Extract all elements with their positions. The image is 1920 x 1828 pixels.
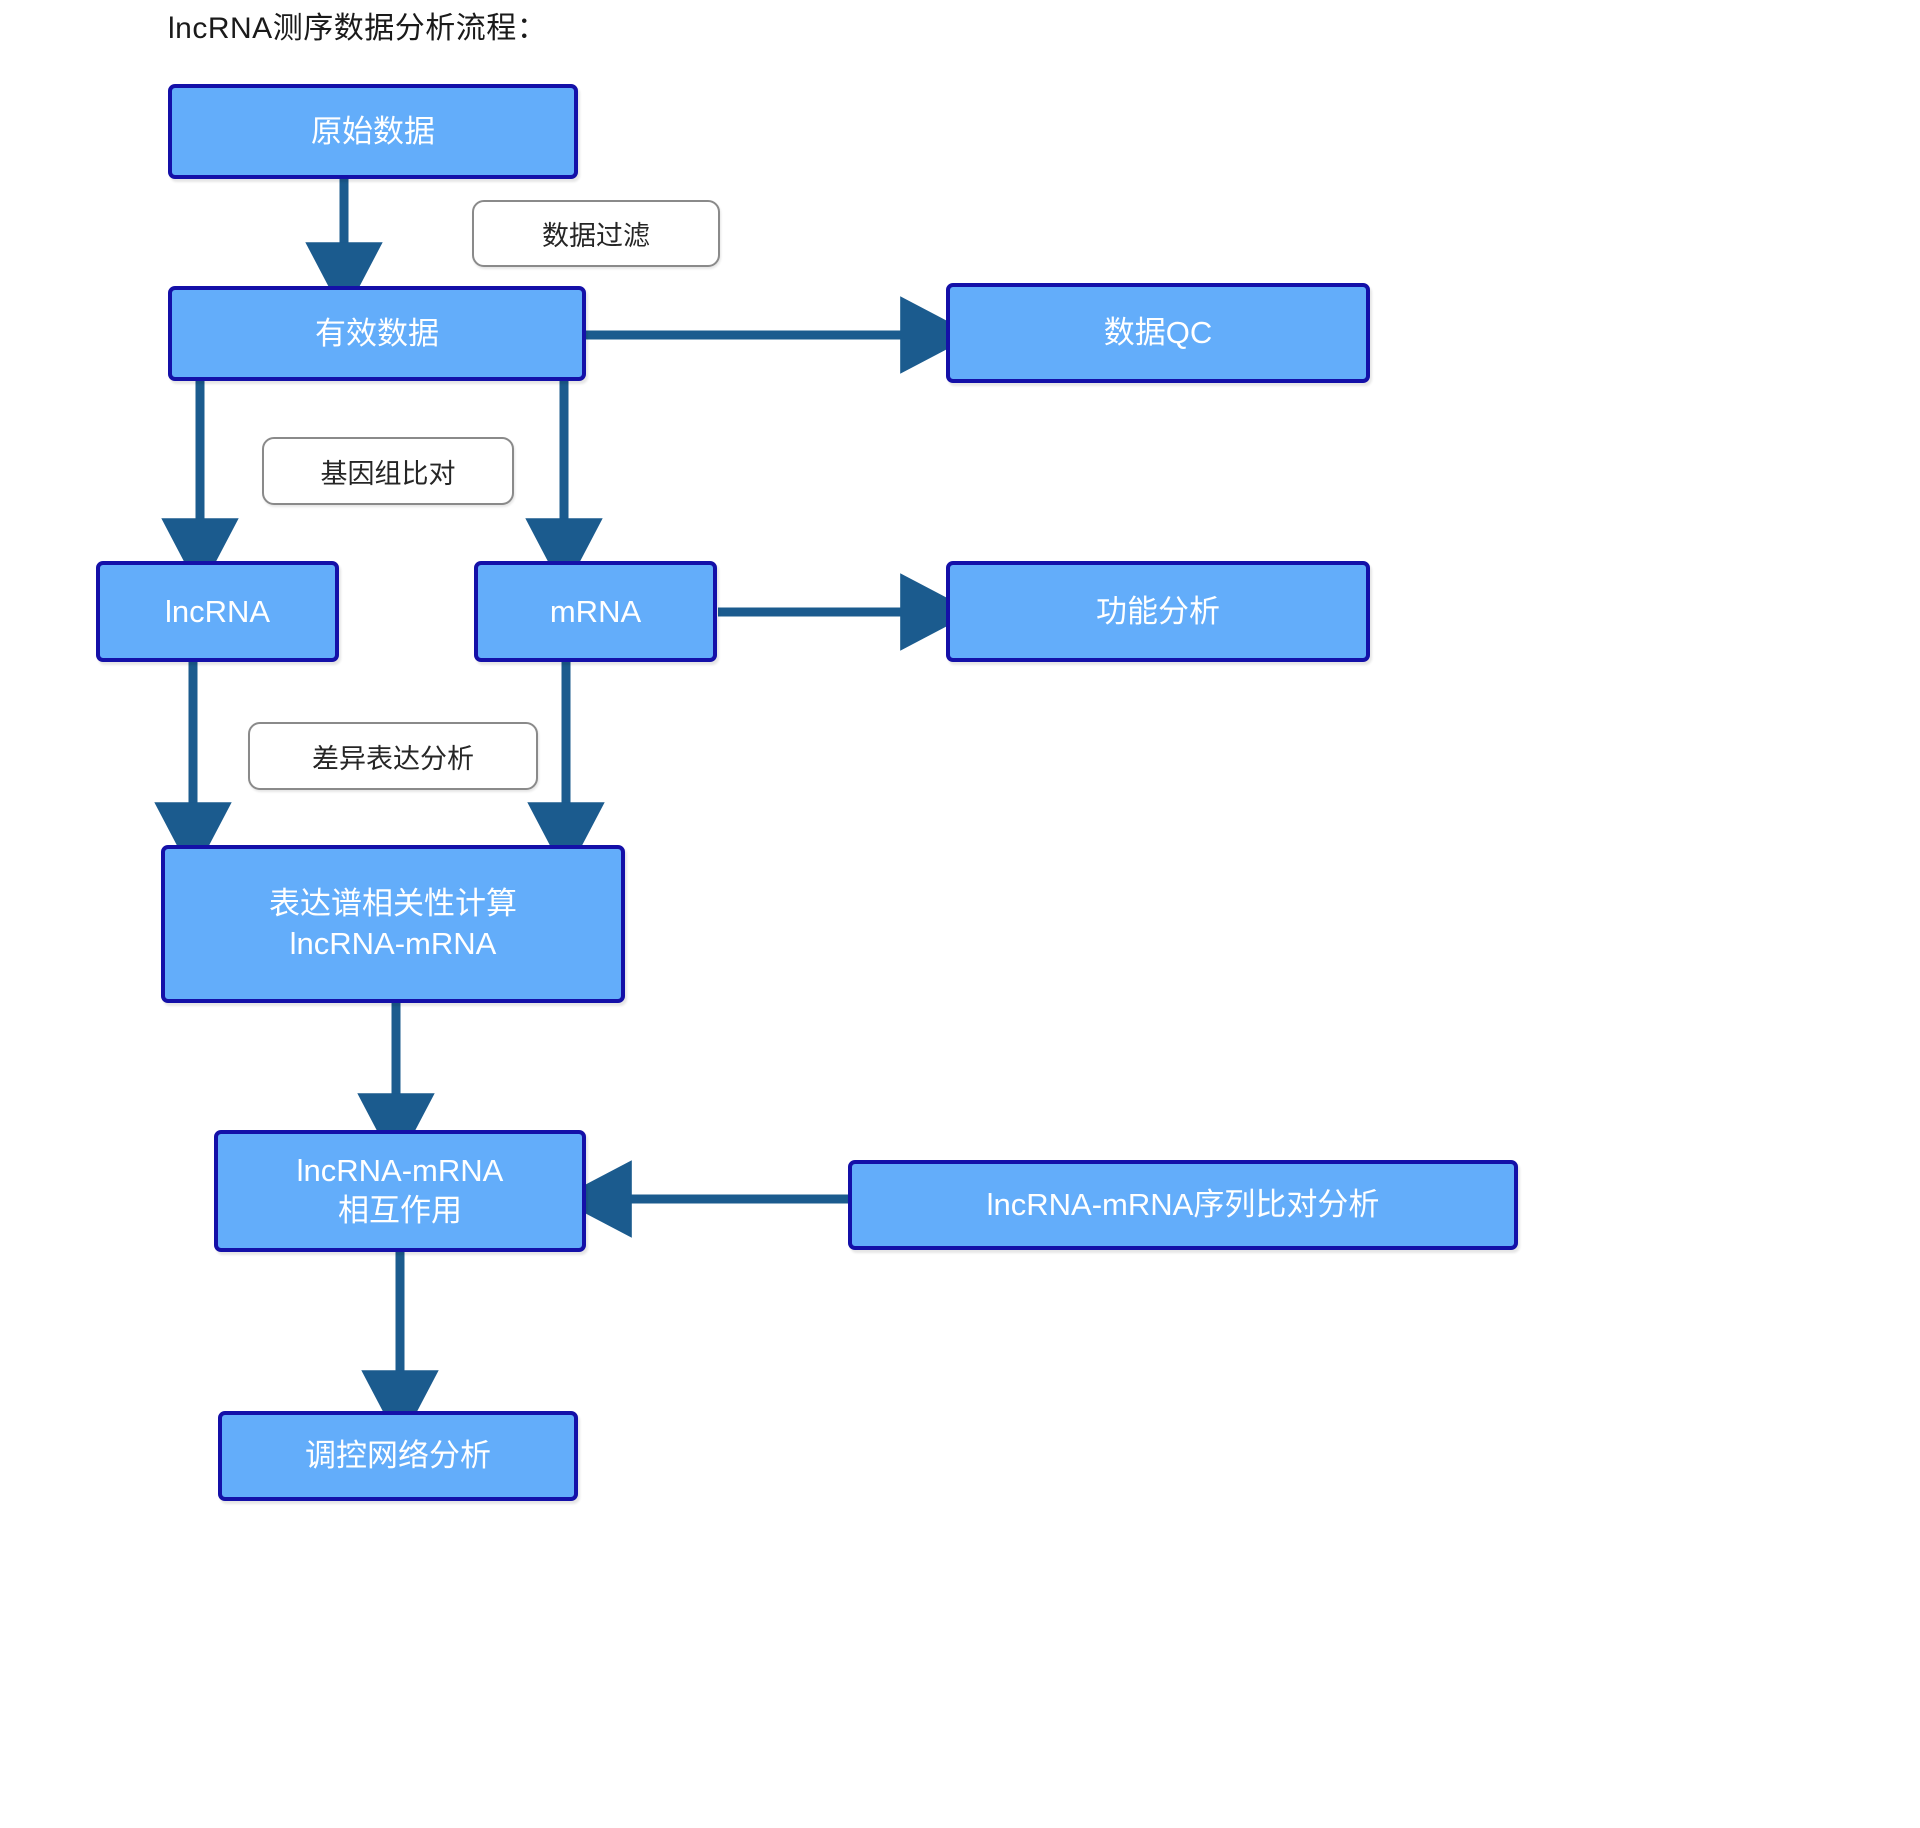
- node-data-qc-label: 数据QC: [1103, 315, 1213, 351]
- edge-label-differential-expression-text: 差异表达分析: [312, 743, 474, 774]
- node-interaction-label: lncRNA-mRNA 相互作用: [296, 1153, 504, 1228]
- edge-label-differential-expression: 差异表达分析: [248, 722, 538, 790]
- node-data-qc[interactable]: 数据QC: [946, 283, 1370, 383]
- node-raw-data-label: 原始数据: [311, 113, 435, 149]
- edge-label-data-filter-text: 数据过滤: [542, 221, 650, 251]
- node-correlation[interactable]: 表达谱相关性计算 lncRNA-mRNA: [161, 845, 625, 1003]
- node-network-analysis-label: 调控网络分析: [305, 1438, 491, 1474]
- edge-label-data-filter: 数据过滤: [472, 200, 720, 267]
- node-mrna[interactable]: mRNA: [474, 561, 717, 662]
- edge-label-genome-alignment-text: 基因组比对: [320, 458, 456, 489]
- node-function-analysis-label: 功能分析: [1096, 593, 1220, 629]
- node-valid-data-label: 有效数据: [315, 315, 439, 351]
- node-sequence-alignment[interactable]: lncRNA-mRNA序列比对分析: [848, 1160, 1518, 1250]
- node-mrna-label: mRNA: [549, 593, 642, 629]
- node-interaction[interactable]: lncRNA-mRNA 相互作用: [214, 1130, 586, 1252]
- edge-label-genome-alignment: 基因组比对: [262, 437, 514, 505]
- node-lncrna[interactable]: lncRNA: [96, 561, 339, 662]
- node-lncrna-label: lncRNA: [164, 593, 271, 629]
- node-network-analysis[interactable]: 调控网络分析: [218, 1411, 578, 1501]
- node-valid-data[interactable]: 有效数据: [168, 286, 586, 381]
- node-raw-data[interactable]: 原始数据: [168, 84, 578, 179]
- node-sequence-alignment-label: lncRNA-mRNA序列比对分析: [986, 1187, 1380, 1223]
- page-title: lncRNA测序数据分析流程：: [168, 12, 548, 45]
- node-correlation-label: 表达谱相关性计算 lncRNA-mRNA: [269, 886, 517, 961]
- node-function-analysis[interactable]: 功能分析: [946, 561, 1370, 662]
